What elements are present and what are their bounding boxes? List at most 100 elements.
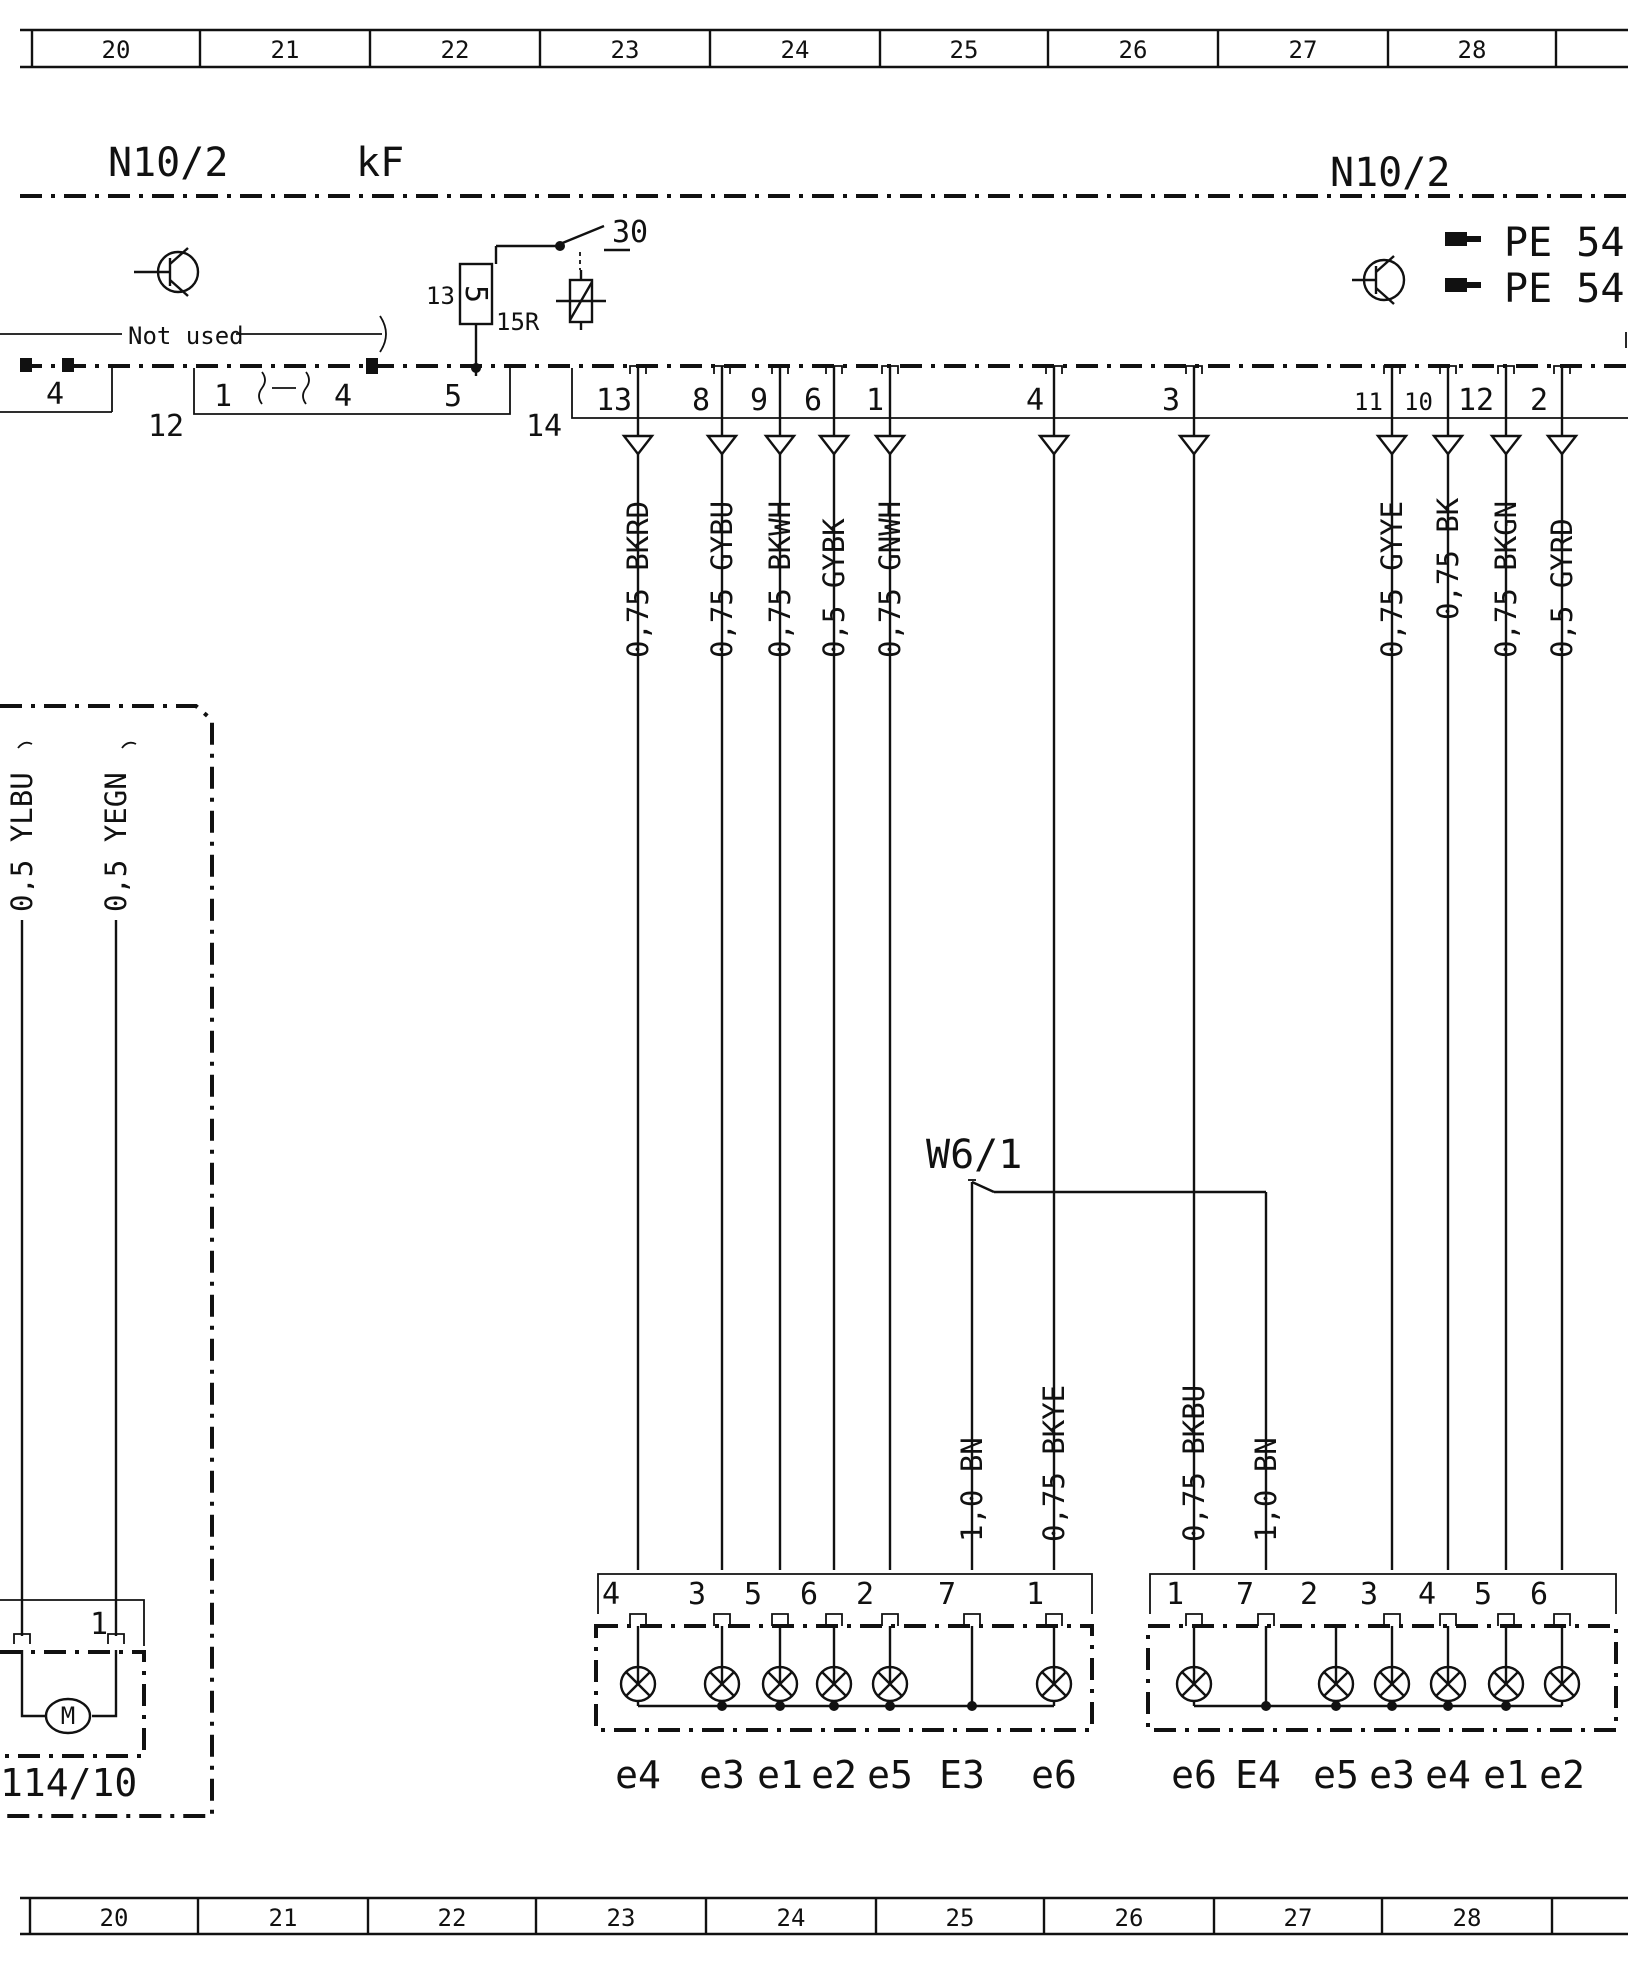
wire-label: 0,75 BKWH (763, 501, 797, 658)
motor-wire-1-label: 0,5 YLBU (5, 772, 39, 912)
wire-pin-8: 8 0,75 GYBU (692, 365, 739, 1570)
lamp-e3: 3 e3 (688, 1577, 745, 1797)
lamp-e2-right: 6 e2 (1530, 1577, 1585, 1797)
pin-label: 12 (1458, 383, 1494, 418)
lamp-label: e5 (1313, 1753, 1359, 1797)
ground-e4: 7 E4 (1235, 1577, 1281, 1797)
wire-pin-11: 11 0,75 GYYE (1354, 365, 1409, 1570)
module-kf-label: kF (356, 140, 404, 186)
pin-label: 6 (804, 383, 822, 418)
module-title-left: N10/2 (108, 140, 228, 186)
reference-pe54-second: PE 54 (1504, 266, 1624, 312)
grid-col-24-bottom: 24 (777, 1904, 806, 1932)
lamp-e6: 1 e6 (1026, 1577, 1077, 1797)
lamp-pin: 7 (1236, 1577, 1254, 1612)
lamp-pin: 7 (938, 1577, 956, 1612)
lamp-e3-right: 3 e3 (1360, 1577, 1415, 1797)
grid-col-20-bottom: 20 (100, 1904, 129, 1932)
relay-pin-30: 30 (612, 215, 648, 250)
lamp-unit-e3: 4 e4 3 e3 5 (594, 1573, 1094, 1797)
pointing-hand-icon (1445, 278, 1481, 292)
pin-label: 8 (692, 383, 710, 418)
connector-12-pin-5: 5 (444, 379, 462, 414)
grid-bar-bottom: 20 21 22 23 24 25 26 27 28 (20, 1896, 1628, 1936)
wire-label: 0,75 BKGN (1489, 501, 1523, 658)
reference-pe54-first: PE 54 (1504, 220, 1624, 266)
grid-col-20-top: 20 (102, 36, 131, 64)
lamp-label: e4 (615, 1753, 661, 1797)
lamp-label: E3 (939, 1753, 985, 1797)
lamp-label: e1 (757, 1753, 803, 1797)
lamp-pin: 2 (856, 1577, 874, 1612)
wire-pin-9: 9 0,75 BKWH (750, 365, 797, 1570)
motor-id-label: 114/10 (0, 1761, 137, 1805)
motor-m14-10: 0,5 YLBU 0,5 YEGN 1 M 114/10 (0, 704, 214, 1818)
lamp-pin: 3 (1360, 1577, 1378, 1612)
wire-label: 0,75 GYBU (705, 501, 739, 658)
connector-4-pin: 4 (46, 377, 64, 412)
pin-label: 2 (1530, 383, 1548, 418)
lamp-pin: 5 (744, 1577, 762, 1612)
lamp-pin: 1 (1166, 1577, 1184, 1612)
lamp-e1-right: 5 e1 (1474, 1577, 1529, 1797)
lamp-pin: 4 (1418, 1577, 1436, 1612)
transistor-icon (134, 247, 200, 297)
connector-4: 4 (0, 358, 113, 413)
grid-col-23-bottom: 23 (607, 1904, 636, 1932)
grid-col-28-bottom: 28 (1453, 1904, 1482, 1932)
wire-label: 0,5 GYBK (817, 518, 851, 658)
connector-12: 12 1 4 5 (148, 358, 511, 444)
wire-label: 0,75 BK (1431, 497, 1465, 620)
lamp-pin: 3 (688, 1577, 706, 1612)
module-title-right: N10/2 (1330, 150, 1450, 196)
connector-12-pin-4: 4 (334, 379, 352, 414)
lamp-label: e6 (1031, 1753, 1077, 1797)
module-n10-2: N10/2 kF N10/2 PE 54 PE 54 (0, 140, 1628, 444)
wire-pin-2: 2 0,5 GYRD (1530, 365, 1579, 1570)
grid-col-25-bottom: 25 (946, 1904, 975, 1932)
lamp-unit-e4: 1 e6 7 E4 2 (1146, 1573, 1618, 1797)
lamp-e1: 5 e1 (744, 1577, 803, 1797)
motor-wire-2-label: 0,5 YEGN (99, 772, 133, 912)
wire-pin-6: 6 0,5 GYBK (804, 365, 851, 1570)
lamp-pin: 6 (800, 1577, 818, 1612)
wire-label-bkye: 0,75 BKYE (1037, 1385, 1071, 1542)
lamp-e2: 6 e2 (800, 1577, 857, 1797)
lamp-label: e1 (1483, 1753, 1529, 1797)
lamp-label: e3 (699, 1753, 745, 1797)
bridge-icon (258, 371, 310, 405)
lamp-label: e5 (867, 1753, 913, 1797)
grid-col-22-top: 22 (441, 36, 470, 64)
lamp-e4: 4 e4 (602, 1577, 661, 1797)
lamp-pin: 5 (1474, 1577, 1492, 1612)
lamp-label: E4 (1235, 1753, 1281, 1797)
wire-label: 0,75 BKRD (621, 501, 655, 658)
top-wires: 13 0,75 BKRD 8 0,75 GYBU 9 0,75 BKWH (596, 365, 1579, 1570)
grid-bar-top: 20 21 22 23 24 25 26 27 28 (20, 28, 1628, 69)
lamp-label: e2 (811, 1753, 857, 1797)
grid-col-27-top: 27 (1289, 36, 1318, 64)
lamp-pin: 4 (602, 1577, 620, 1612)
motor-pin-1: 1 (90, 1607, 108, 1642)
wire-label: 0,75 GYYE (1375, 501, 1409, 658)
grid-col-21-bottom: 21 (269, 1904, 298, 1932)
pin-label: 11 (1354, 388, 1383, 416)
lamp-label: e3 (1369, 1753, 1415, 1797)
lamp-e6-right: 1 e6 (1166, 1577, 1217, 1797)
wire-pin-3: 3 (1162, 365, 1211, 1570)
wire-pin-1: 1 0,75 GNWH (866, 365, 907, 1570)
connector-14: 14 (526, 368, 1628, 444)
lower-wire-labels: 1,0 BN 0,75 BKYE 0,75 BKBU 1,0 BN (955, 1385, 1283, 1542)
wire-label-bn-e4: 1,0 BN (1249, 1437, 1283, 1542)
grid-col-26-top: 26 (1119, 36, 1148, 64)
ground-e3: 7 E3 (938, 1577, 985, 1797)
grid-col-25-top: 25 (950, 36, 979, 64)
splice-w6-1: W6/1 (926, 1132, 1268, 1570)
fuse-value: 5 (458, 285, 493, 303)
wire-pin-13: 13 0,75 BKRD (596, 365, 655, 1570)
wire-label-bn-e3: 1,0 BN (955, 1437, 989, 1542)
wire-label-bkbu: 0,75 BKBU (1177, 1385, 1211, 1542)
lamp-label: e2 (1539, 1753, 1585, 1797)
wire-label: 0,75 GNWH (873, 501, 907, 658)
